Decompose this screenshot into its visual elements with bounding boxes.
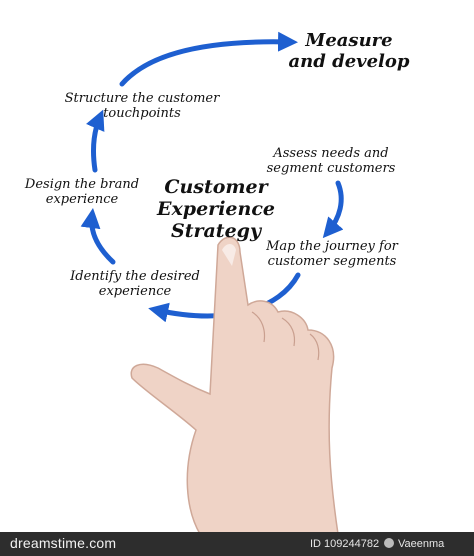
step-design-line-1: Design the brand xyxy=(24,177,140,192)
step-assess-line-1: Assess needs and xyxy=(273,146,389,161)
step-identify-line-1: Identify the desired xyxy=(70,269,200,284)
arrow-identify-to-design xyxy=(80,208,116,265)
center-title-line-1: Customer xyxy=(164,176,268,198)
center-title: Customer Experience Strategy xyxy=(150,176,282,243)
step-map: Map the journey for customer segments xyxy=(252,239,412,270)
step-map-line-2: customer segments xyxy=(267,253,397,269)
step-map-line-1: Map the journey for xyxy=(266,239,398,254)
arrow-assess-to-map xyxy=(322,180,344,239)
step-design-line-2: experience xyxy=(45,191,119,207)
step-identify-line-2: experience xyxy=(98,283,172,299)
footer-image-id: ID 109244782 xyxy=(310,538,380,550)
step-design: Design the brand experience xyxy=(14,177,150,208)
step-assess-line-2: segment customers xyxy=(266,160,396,176)
user-icon xyxy=(384,538,394,548)
step-identify: Identify the desired experience xyxy=(50,269,220,300)
step-measure-line-1: Measure xyxy=(305,30,393,51)
pointing-hand xyxy=(130,236,339,535)
arrow-design-to-structure xyxy=(86,109,105,173)
center-title-line-2: Experience xyxy=(157,197,275,220)
watermark-footer: dreamstime.com ID 109244782 Vaeenma xyxy=(0,532,474,556)
step-assess: Assess needs and segment customers xyxy=(256,146,406,177)
step-structure-line-2: touchpoints xyxy=(103,105,181,121)
center-title-line-3: Strategy xyxy=(170,219,261,242)
step-structure-line-1: Structure the customer xyxy=(64,91,220,106)
step-measure-line-2: and develop xyxy=(288,50,410,72)
step-measure: Measure and develop xyxy=(284,30,414,72)
step-structure: Structure the customer touchpoints xyxy=(52,91,232,122)
footer-brand: dreamstime.com xyxy=(10,535,117,551)
footer-user: Vaeenma xyxy=(398,538,445,550)
arrow-structure-to-measure xyxy=(119,31,298,87)
